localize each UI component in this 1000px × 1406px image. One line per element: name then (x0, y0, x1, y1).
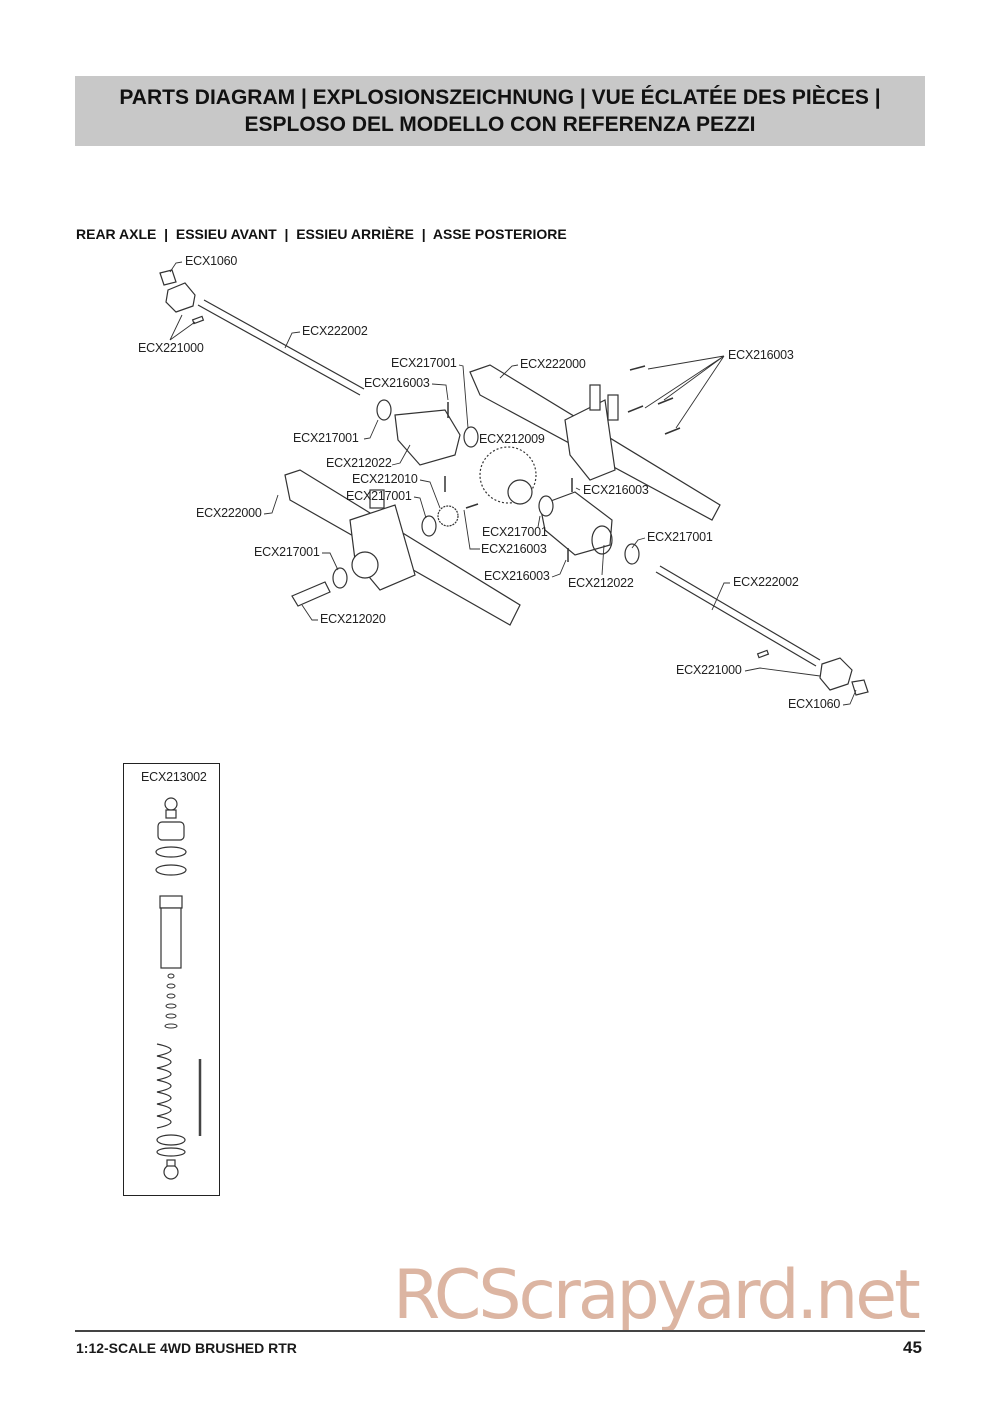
part-label: ECX217001 (391, 356, 457, 370)
header-line-1: PARTS DIAGRAM | EXPLOSIONSZEICHNUNG | VU… (119, 86, 881, 109)
shock-assembly-box: ECX213002 (123, 763, 220, 1196)
shock-part-label: ECX213002 (141, 770, 207, 784)
part-label: ECX212022 (326, 456, 392, 470)
part-label: ECX222000 (196, 506, 262, 520)
footer-rule (75, 1330, 925, 1332)
section-title: REAR AXLE | ESSIEU AVANT | ESSIEU ARRIÈR… (76, 226, 567, 242)
ring-gear (437, 446, 537, 527)
part-label: ECX222000 (520, 357, 586, 371)
header-line-2: ESPLOSO DEL MODELLO CON REFERENZA PEZZI (244, 113, 756, 136)
right-axle-shaft (655, 565, 869, 696)
part-label: ECX212009 (479, 432, 545, 446)
part-label: ECX216003 (484, 569, 550, 583)
part-label: ECX216003 (364, 376, 430, 390)
part-label: ECX222002 (302, 324, 368, 338)
part-label: ECX217001 (647, 530, 713, 544)
leader-lines (169, 261, 857, 706)
part-label: ECX1060 (185, 254, 238, 268)
lower-axle-housing (284, 469, 521, 626)
bearings (332, 399, 640, 589)
part-label: ECX1060 (788, 697, 841, 711)
part-label: ECX217001 (293, 431, 359, 445)
part-label: ECX212010 (352, 472, 418, 486)
part-label: ECX212020 (320, 612, 386, 626)
output-cup (291, 581, 331, 607)
rear-axle-exploded-diagram (159, 261, 869, 706)
shock-exploded-drawing (155, 797, 202, 1180)
part-label: ECX221000 (138, 341, 204, 355)
part-label: ECX217001 (346, 489, 412, 503)
part-label: ECX221000 (676, 663, 742, 677)
steering-knuckle-upper (394, 409, 613, 556)
part-label: ECX216003 (583, 483, 649, 497)
screws (444, 365, 681, 562)
part-label: ECX217001 (254, 545, 320, 559)
part-label: ECX217001 (482, 525, 548, 539)
part-label: ECX216003 (481, 542, 547, 556)
page-number: 45 (903, 1338, 922, 1357)
part-label: ECX222002 (733, 575, 799, 589)
watermark-logo: RCScrapyard.net (393, 1256, 921, 1335)
left-axle-shaft (159, 269, 365, 396)
footer-model: 1:12-SCALE 4WD BRUSHED RTR (76, 1340, 297, 1356)
page-header: PARTS DIAGRAM | EXPLOSIONSZEICHNUNG | VU… (75, 76, 925, 146)
upper-axle-housing (469, 364, 721, 521)
part-label: ECX212022 (568, 576, 634, 590)
part-label: ECX216003 (728, 348, 794, 362)
